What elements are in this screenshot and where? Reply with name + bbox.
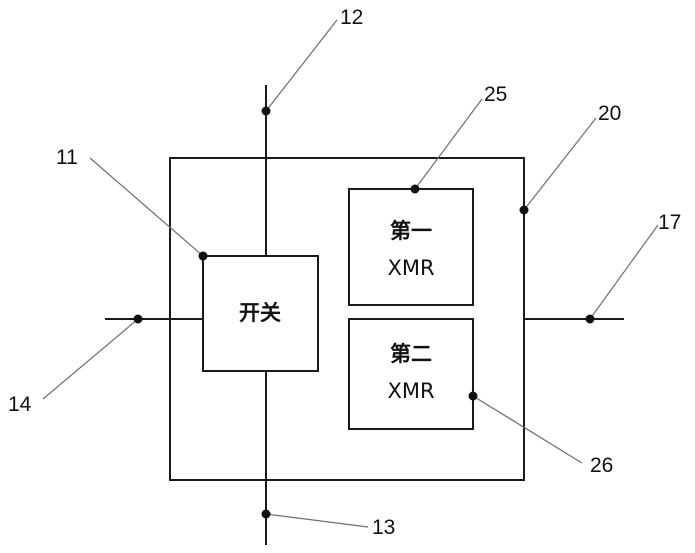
leader-26 bbox=[472, 395, 583, 464]
ref-13: 13 bbox=[372, 516, 395, 539]
dot-25 bbox=[410, 184, 420, 194]
dot-11 bbox=[198, 251, 208, 261]
xmr2-box bbox=[348, 318, 474, 430]
dot-17 bbox=[585, 314, 595, 324]
leader-17 bbox=[589, 224, 659, 320]
dot-26 bbox=[468, 391, 478, 401]
leader-12 bbox=[265, 19, 338, 112]
xmr2-label-line1: 第二 bbox=[390, 342, 432, 366]
dot-13 bbox=[261, 509, 271, 519]
xmr1-label-line2: XMR bbox=[387, 256, 434, 280]
ref-20: 20 bbox=[598, 102, 621, 125]
xmr1-label-line1: 第一 bbox=[390, 219, 432, 243]
leader-13 bbox=[265, 513, 369, 528]
leader-20 bbox=[523, 117, 597, 211]
ref-26: 26 bbox=[590, 454, 613, 477]
switch-box bbox=[202, 255, 319, 372]
leader-25 bbox=[414, 98, 483, 190]
switch-label: 开关 bbox=[239, 301, 281, 325]
ref-12: 12 bbox=[340, 6, 363, 29]
leader-14 bbox=[42, 318, 139, 400]
leader-11 bbox=[89, 157, 204, 257]
dot-14 bbox=[133, 314, 143, 324]
ref-11: 11 bbox=[56, 146, 78, 169]
dot-12 bbox=[261, 106, 271, 116]
ref-14: 14 bbox=[8, 393, 32, 416]
dot-20 bbox=[519, 205, 529, 215]
ref-25: 25 bbox=[484, 83, 507, 106]
xmr1-box bbox=[348, 188, 474, 306]
xmr2-label-line2: XMR bbox=[387, 379, 434, 403]
ref-17: 17 bbox=[658, 211, 681, 234]
